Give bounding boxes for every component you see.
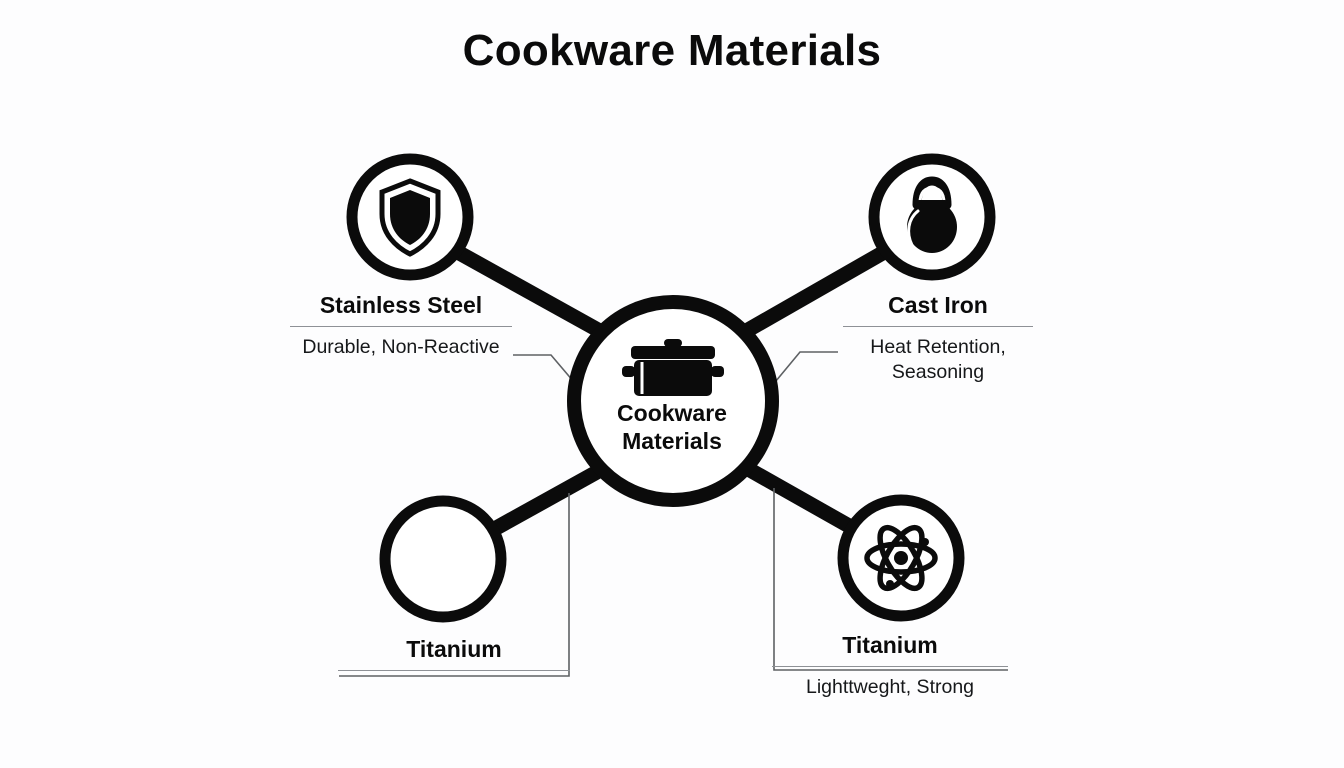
connector-center-to-titanium-left bbox=[476, 465, 601, 544]
node-divider-stainless-steel bbox=[290, 326, 512, 328]
label-stainless-steel[interactable]: Stainless Steel Durable, Non-Reactive bbox=[290, 292, 512, 360]
connector-center-to-stainless bbox=[441, 238, 602, 337]
center-hub-circle[interactable] bbox=[567, 295, 779, 507]
leader-bracket-titanium-left bbox=[339, 493, 570, 677]
node-cast-iron[interactable] bbox=[868, 153, 996, 281]
shield-icon bbox=[379, 178, 441, 257]
node-titanium-left[interactable] bbox=[379, 495, 507, 623]
atom-icon bbox=[864, 524, 938, 592]
node-divider-titanium-left bbox=[338, 670, 570, 672]
node-stainless-steel[interactable] bbox=[346, 153, 474, 281]
center-hub[interactable] bbox=[567, 295, 779, 507]
node-description-cast-iron-line1: Heat Retention, bbox=[870, 336, 1006, 359]
node-title-titanium-right: Titanium bbox=[842, 632, 938, 658]
node-description-cast-iron: Heat Retention, Seasoning bbox=[843, 335, 1033, 385]
cooking-pot-icon bbox=[622, 339, 724, 396]
page-title: Cookware Materials bbox=[462, 26, 882, 75]
node-title-cast-iron: Cast Iron bbox=[888, 292, 988, 318]
leader-line-cast-iron bbox=[765, 351, 838, 394]
kettlebell-icon bbox=[907, 176, 957, 253]
node-title-stainless-steel: Stainless Steel bbox=[319, 292, 483, 318]
node-description-titanium-right: Lighttweght, Strong bbox=[805, 676, 975, 699]
node-circle-titanium-left[interactable] bbox=[379, 495, 507, 623]
leader-bracket-titanium-right bbox=[773, 488, 1008, 671]
label-titanium-right[interactable]: Titanium Lighttweght, Strong bbox=[772, 632, 1008, 700]
label-titanium-left[interactable]: Titanium bbox=[338, 636, 570, 679]
connector-lines bbox=[441, 236, 904, 544]
node-title-titanium-left: Titanium bbox=[406, 636, 502, 662]
node-divider-cast-iron bbox=[843, 326, 1033, 328]
node-description-cast-iron-line2: Seasoning bbox=[891, 361, 985, 384]
node-description-stainless-steel: Durable, Non-Reactive bbox=[302, 336, 500, 359]
node-divider-titanium-right bbox=[772, 666, 1008, 668]
connector-center-to-cast-iron bbox=[744, 236, 904, 337]
node-titanium-right[interactable] bbox=[837, 494, 965, 622]
label-cast-iron[interactable]: Cast Iron Heat Retention, Seasoning bbox=[843, 292, 1033, 385]
connector-center-to-titanium-right bbox=[746, 463, 869, 542]
